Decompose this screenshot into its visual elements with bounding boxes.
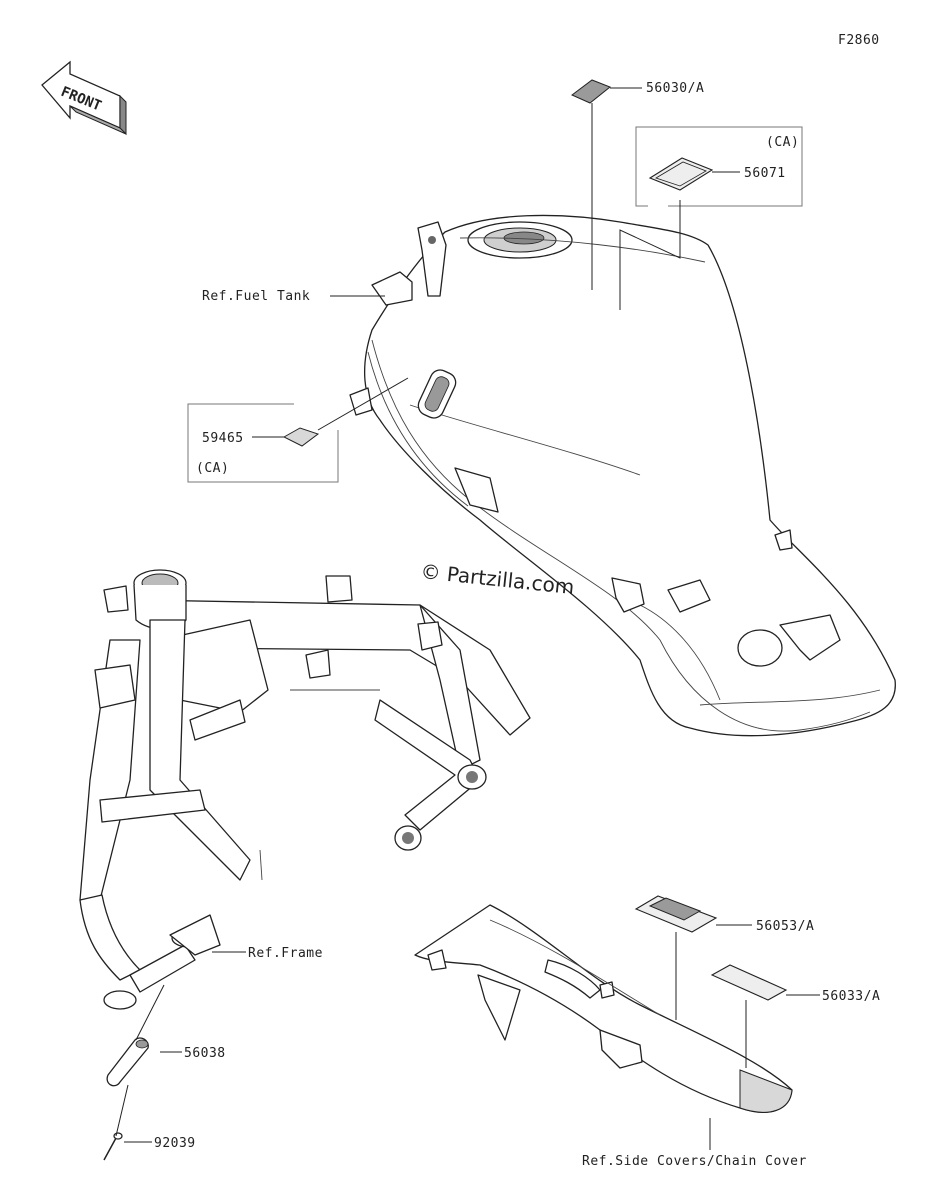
part-56053a-label-sticker — [634, 895, 718, 933]
front-arrow-icon: FRONT — [41, 60, 127, 136]
leader-lines — [115, 87, 820, 1150]
part-56038-cap — [106, 1037, 149, 1087]
ca-box-59465 — [187, 403, 339, 483]
part-59465-label-sticker — [282, 427, 320, 447]
part-number-56033a: 56033/A — [822, 989, 880, 1004]
part-number-59465: 59465 — [202, 431, 244, 446]
ref-side-covers-label: Ref.Side Covers/Chain Cover — [582, 1154, 807, 1169]
figure-code: F2860 — [838, 33, 880, 48]
part-56030a-label-sticker — [571, 79, 611, 104]
part-number-56071: 56071 — [744, 166, 786, 181]
frame-drawing — [79, 569, 531, 1010]
region-label-56071: (CA) — [766, 135, 799, 150]
ref-frame-label: Ref.Frame — [248, 946, 323, 961]
part-56071-label-sticker — [648, 157, 714, 191]
part-number-56030a: 56030/A — [646, 81, 704, 96]
ca-box-56071 — [635, 126, 803, 207]
part-92039-pin — [103, 1132, 123, 1161]
region-label-59465: (CA) — [196, 461, 229, 476]
part-number-56038: 56038 — [184, 1046, 226, 1061]
ref-fuel-tank-label: Ref.Fuel Tank — [202, 289, 310, 304]
part-number-56053a: 56053/A — [756, 919, 814, 934]
part-number-92039: 92039 — [154, 1136, 196, 1151]
part-56033a-label-sticker — [710, 964, 788, 1001]
chain-cover-drawing — [414, 904, 793, 1113]
